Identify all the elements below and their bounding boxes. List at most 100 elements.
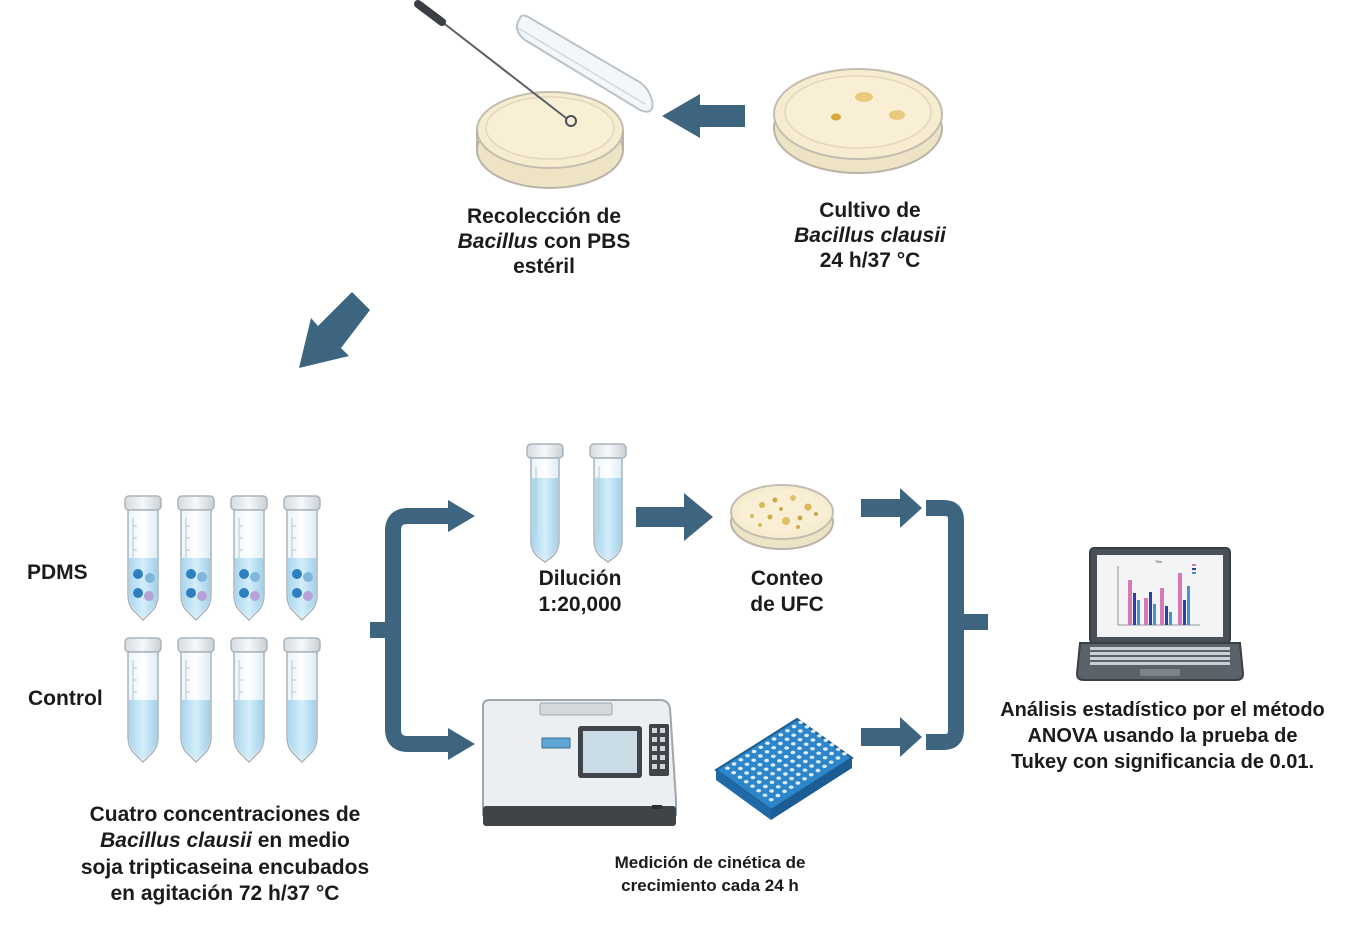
well [790,759,795,763]
well [783,772,788,776]
cfu-line2: de UFC [750,593,824,617]
conical-tube-icon [124,637,162,763]
concentrations-line2: Bacillus clausii en medio [60,828,390,854]
well [789,776,794,781]
well [778,741,783,746]
pdms-label: PDMS [27,561,88,584]
inoculation-loop-icon [414,0,577,127]
well [770,772,775,776]
well [770,754,776,758]
well [828,760,834,764]
well [765,741,770,745]
well [771,746,777,750]
well [835,756,841,760]
well [750,775,756,780]
conical-tube-icon [283,495,321,621]
well [791,724,797,729]
well [738,766,743,771]
well [777,750,783,754]
well [804,733,809,738]
control-label: Control [28,687,103,710]
conical-tube-icon [124,495,162,621]
well [788,785,794,789]
kinetics-label: Medición de cinética de crecimiento cada… [590,852,830,898]
well [784,746,789,750]
analysis-line3: Tukey con significancia de 0.01. [1010,751,1315,773]
svg-text:Title: Title [1155,559,1163,564]
cfu-line1: Conteo [750,567,824,590]
petri-lid-icon [515,14,654,113]
conical-tube-icon [177,495,215,621]
well [815,760,821,764]
control-tubes [124,637,321,763]
well [796,764,802,768]
pdms-tubes [124,495,321,621]
well [796,755,802,759]
well [756,789,762,793]
culture-line3: 24 h/37 °C [819,249,921,273]
well [771,737,777,741]
well [823,747,828,751]
conical-tube-icon [177,637,215,763]
well [770,763,776,767]
well [829,743,835,747]
well [777,759,782,763]
conical-tube-icon [283,637,321,763]
well [776,767,782,772]
well [803,759,808,764]
well [842,752,847,756]
well [803,742,809,746]
well [797,746,802,750]
well [731,771,737,775]
collection-line2-rest: con PBS [538,230,631,254]
well [815,768,821,773]
kinetics-line1: Medición de cinética de [614,853,806,872]
arrow-down-left-icon [299,292,370,368]
well [785,729,790,733]
dilution-line1: Dilución [538,567,622,590]
well [750,767,756,771]
well [822,756,828,760]
well [810,738,816,742]
well [778,733,784,737]
well [758,745,764,749]
well [791,733,797,737]
conical-tube-icon [230,495,268,621]
well [795,781,801,785]
cfu-petri-dish-icon [730,484,834,550]
well [731,762,737,766]
well [804,725,810,729]
well [783,755,789,759]
well [822,764,827,768]
arrow-right-icon [636,493,713,541]
well [762,793,768,797]
well [751,749,757,754]
bracket-arrowheads [448,500,475,760]
spectrophotometer-icon [482,699,677,826]
well [816,742,822,747]
well [829,751,834,756]
dilution-tubes [526,443,627,563]
well [784,737,790,741]
culture-petri-dish-icon [773,68,943,174]
laptop-icon: Title [1075,547,1245,681]
well [809,755,815,759]
merge-bracket-icon [926,500,988,750]
well [782,781,788,785]
dilution-line2: 1:20,000 [538,593,622,617]
well [764,750,770,754]
well [763,767,769,771]
collection-line2: Bacillus con PBS [432,229,656,254]
culture-label: Cultivo de Bacillus clausii 24 h/37 °C [760,198,980,274]
well [810,747,815,751]
well [797,738,803,742]
collection-label: Recolección de Bacillus con PBS estéril [432,204,656,280]
analysis-line2: ANOVA usando la prueba de [1027,725,1298,747]
well [809,764,814,768]
well [808,773,814,777]
well [798,720,804,724]
well [795,772,801,776]
collection-line1: Recolección de [466,205,622,228]
concentrations-label: Cuatro concentraciones de Bacillus claus… [60,802,390,907]
